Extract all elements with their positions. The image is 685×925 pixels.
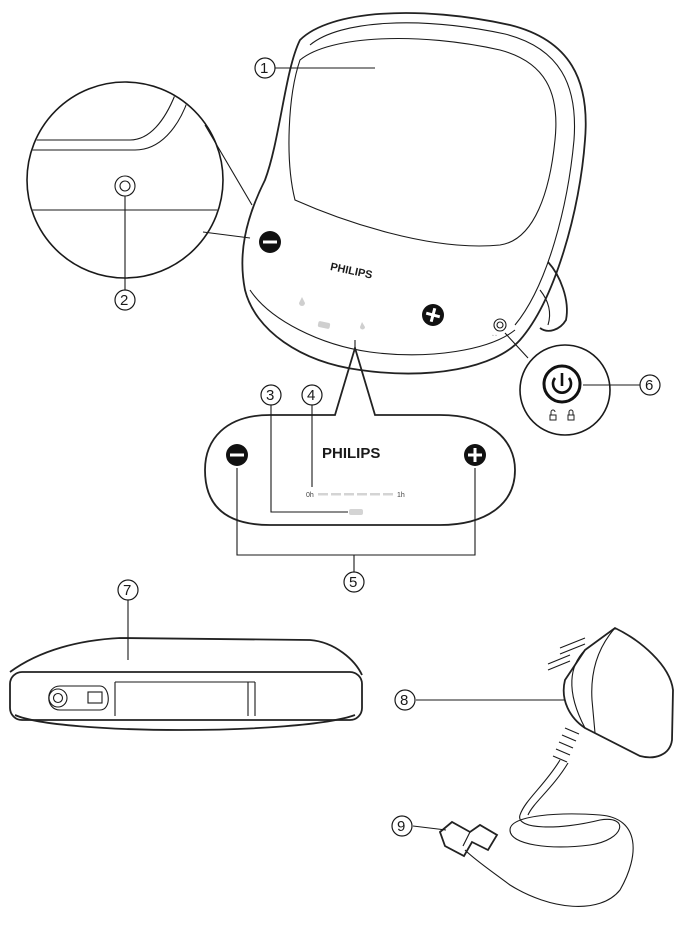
- timer-scale: 0h 1h: [306, 492, 405, 499]
- panel-plus-button[interactable]: [464, 444, 486, 466]
- device-minus-button[interactable]: [259, 231, 281, 253]
- timer-end-label: 1h: [397, 492, 405, 499]
- timer-start-label: 0h: [306, 492, 314, 499]
- svg-text:6: 6: [645, 377, 653, 394]
- device-plus-button[interactable]: [422, 304, 444, 326]
- svg-text:1: 1: [260, 60, 268, 77]
- callout-7: 7: [117, 579, 139, 601]
- power-zoom: [504, 332, 640, 436]
- lock-closed-icon: [567, 409, 575, 421]
- device-shell: [241, 12, 587, 375]
- device-side-view: [9, 600, 363, 731]
- device-indicators: [299, 297, 365, 330]
- side-socket-icon: [48, 685, 109, 711]
- control-panel-detail: PHILIPS 0h 1h: [204, 340, 516, 572]
- callout-2: 2: [114, 196, 136, 311]
- callout-9: 9: [391, 815, 413, 837]
- callout-1: 1: [254, 57, 375, 79]
- callout-6: 6: [639, 374, 661, 396]
- battery-indicator: [349, 509, 363, 515]
- callout-8: 8: [394, 689, 416, 711]
- panel-minus-button[interactable]: [226, 444, 248, 466]
- light-panel: [288, 37, 557, 247]
- svg-text:8: 8: [400, 692, 408, 709]
- water-drop-icon: [299, 297, 305, 306]
- svg-text:3: 3: [266, 387, 274, 404]
- dc-plug-icon: [438, 820, 499, 858]
- socket-zoom: [26, 81, 253, 279]
- svg-text:4: 4: [307, 387, 315, 404]
- main-device: PHILIPS ◦ ◦: [241, 12, 587, 375]
- lock-open-icon: [549, 409, 557, 421]
- device-power-button[interactable]: [493, 318, 507, 332]
- svg-text:5: 5: [349, 574, 357, 591]
- svg-text:7: 7: [123, 582, 131, 599]
- device-brand-logo: PHILIPS: [329, 261, 373, 282]
- callout-3: 3: [260, 384, 282, 406]
- timer-indicator: [317, 321, 331, 329]
- power-adapter: [412, 626, 674, 907]
- callout-5: 5: [343, 571, 365, 593]
- svg-text:◦ ◦: ◦ ◦: [492, 333, 497, 339]
- adapter-cable: [464, 759, 634, 907]
- power-icon: [542, 364, 582, 404]
- svg-text:2: 2: [120, 292, 128, 309]
- callout-4: 4: [301, 384, 323, 406]
- control-panel-outline: [204, 344, 516, 526]
- svg-text:9: 9: [397, 818, 405, 835]
- panel-brand-logo: PHILIPS: [322, 445, 380, 462]
- water-drop-icon: [360, 322, 365, 330]
